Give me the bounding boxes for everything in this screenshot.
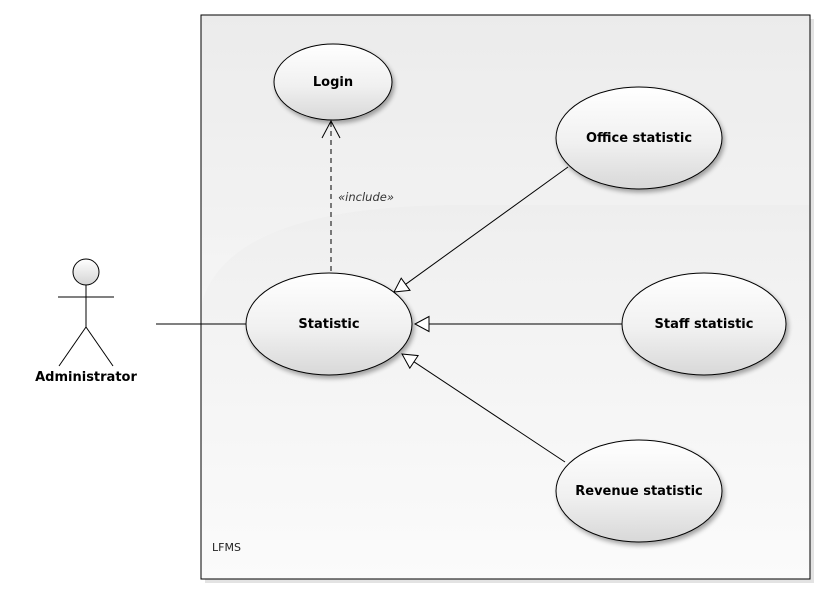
generalization-office (393, 166, 569, 293)
stick-figure-icon (58, 258, 114, 367)
generalization-arrowhead-icon (393, 277, 411, 293)
use-case-label: Staff statistic (655, 317, 754, 332)
use-case-staff-statistic[interactable]: Staff statistic (621, 272, 787, 376)
generalization-arrowhead-icon (401, 353, 419, 370)
include-stereotype: «include» (338, 190, 394, 204)
use-case-label: Statistic (298, 317, 359, 332)
generalization-arrowhead-icon (413, 315, 430, 333)
use-case-statistic[interactable]: Statistic (245, 272, 413, 376)
use-case-revenue-statistic[interactable]: Revenue statistic (555, 439, 723, 543)
actor-administrator[interactable]: Administrator (35, 258, 137, 385)
use-case-label: Login (313, 75, 353, 90)
use-case-office-statistic[interactable]: Office statistic (555, 86, 723, 190)
use-case-label: Revenue statistic (575, 484, 702, 499)
generalization-revenue (401, 353, 566, 463)
include-arrowhead-icon (321, 119, 341, 139)
actor-name: Administrator (35, 370, 137, 385)
use-case-login[interactable]: Login (273, 43, 393, 121)
include-relation: «include» (321, 119, 394, 271)
generalization-staff (413, 315, 622, 333)
system-name: LFMS (212, 541, 241, 554)
use-case-label: Office statistic (586, 131, 692, 146)
